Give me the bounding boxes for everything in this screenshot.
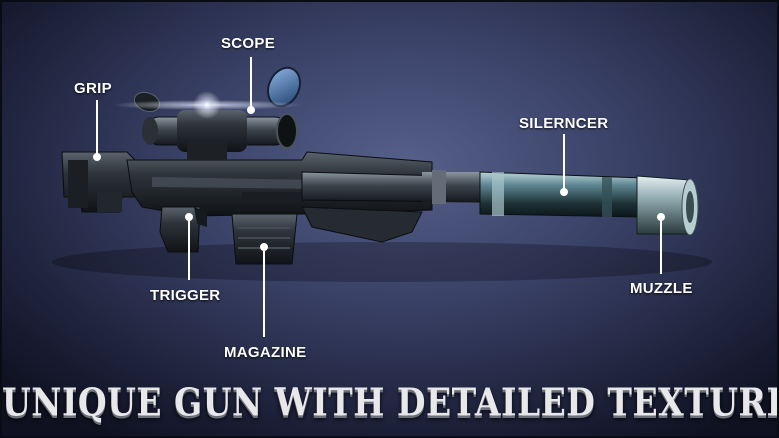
- gun-shadow: [52, 242, 712, 282]
- trigger-label: TRIGGER: [150, 287, 221, 304]
- muzzle-label: MUZZLE: [630, 280, 693, 297]
- pistol-grip: [159, 206, 207, 253]
- muzzle: [636, 175, 699, 236]
- magazine-label: MAGAZINE: [224, 344, 307, 361]
- scope-label: SCOPE: [221, 35, 276, 52]
- stock: [61, 151, 138, 213]
- magazine: [231, 213, 298, 265]
- promo-headline: UNIQUE GUN WITH DETAILED TEXTURE: [2, 380, 779, 425]
- silencer-label: SILERNCER: [519, 115, 609, 132]
- grip-label: GRIP: [74, 80, 112, 97]
- bipod: [301, 206, 423, 243]
- barrel: [301, 170, 483, 204]
- callout-lines: [93, 57, 665, 337]
